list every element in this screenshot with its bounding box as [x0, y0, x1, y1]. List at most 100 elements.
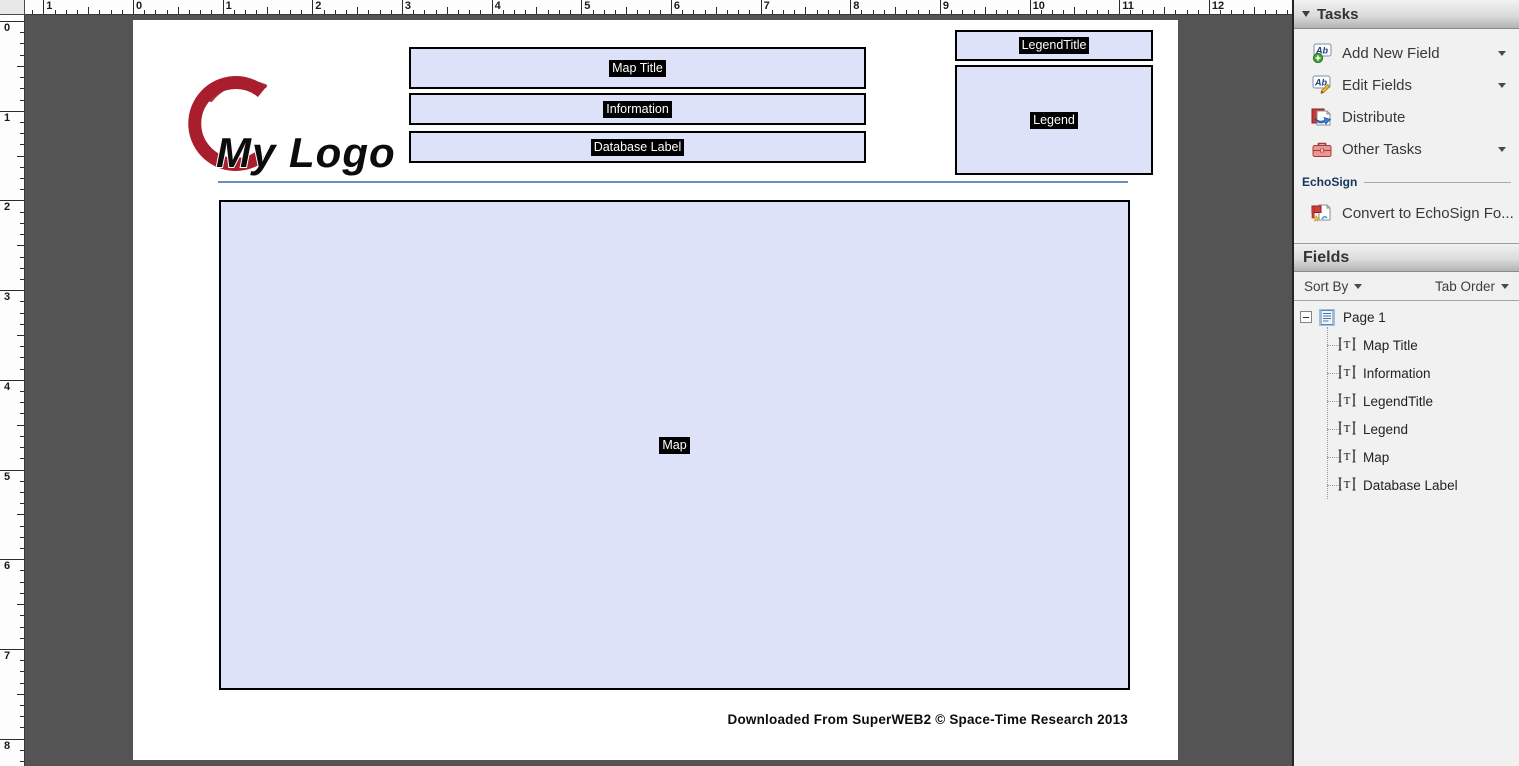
text-field-icon: T: [1338, 448, 1356, 466]
svg-text:T: T: [1344, 423, 1351, 435]
ruler-tick: [20, 491, 24, 493]
tree-node-information[interactable]: T Information: [1294, 359, 1519, 387]
ruler-tick: [570, 10, 572, 14]
tree-node-map-title[interactable]: T Map Title: [1294, 331, 1519, 359]
ruler-tick: [614, 10, 616, 14]
task-item-edit-fields[interactable]: Ab Edit Fields: [1294, 69, 1519, 101]
ruler-tick: [0, 290, 24, 292]
chevron-down-icon: [1354, 283, 1363, 289]
task-item-distribute[interactable]: Distribute: [1294, 101, 1519, 133]
tasks-panel-title: Tasks: [1317, 5, 1359, 23]
ruler-tick: [20, 480, 24, 482]
legend-field[interactable]: Legend: [955, 65, 1153, 175]
svg-text:T: T: [1344, 339, 1351, 351]
ruler-tick: [368, 10, 370, 14]
ruler-tick: [581, 0, 583, 14]
legend-title-field-label: LegendTitle: [1018, 37, 1090, 54]
ruler-tick: [1141, 10, 1143, 14]
ruler-number: 5: [584, 0, 591, 12]
tasks-panel-header[interactable]: Tasks: [1294, 0, 1519, 29]
document-viewport: My Logo Map Title Information Database L…: [25, 15, 1292, 766]
task-item-convert-to-echosign-fo[interactable]: Convert to EchoSign Fo...: [1294, 197, 1519, 229]
task-item-other-tasks[interactable]: Other Tasks: [1294, 133, 1519, 165]
ruler-tick: [760, 0, 762, 14]
ruler-tick: [20, 413, 24, 415]
dropdown-caret-icon[interactable]: [1498, 51, 1506, 56]
dropdown-caret-icon[interactable]: [1498, 147, 1506, 152]
tab-order-button[interactable]: Tab Order: [1435, 279, 1509, 294]
ruler-number: 0: [4, 22, 11, 34]
ruler-tick: [861, 10, 863, 14]
ruler-tick: [20, 178, 24, 179]
ruler-tick: [256, 10, 258, 14]
collapse-expander-icon[interactable]: [1300, 311, 1312, 323]
ruler-tick: [20, 121, 24, 123]
distribute-icon: [1310, 107, 1334, 127]
ruler-tick: [1130, 10, 1132, 14]
right-panel: Tasks Ab Add New Field Ab Edit Fields Di…: [1292, 0, 1519, 766]
ruler-tick: [536, 7, 538, 14]
legend-title-field[interactable]: LegendTitle: [955, 30, 1153, 61]
ruler-tick: [525, 10, 527, 14]
ruler-tick: [502, 10, 504, 14]
ruler-tick: [1040, 10, 1042, 14]
ruler-tick: [17, 65, 24, 67]
ruler-tick: [20, 536, 24, 538]
ruler-tick: [20, 503, 24, 505]
ruler-tick: [20, 77, 24, 79]
header-divider-line: [218, 181, 1128, 183]
ruler-tick: [928, 10, 930, 14]
ruler-tick: [805, 7, 807, 14]
ruler-tick: [20, 660, 24, 662]
dropdown-caret-icon[interactable]: [1498, 83, 1506, 88]
ruler-tick: [17, 155, 24, 157]
sort-by-button[interactable]: Sort By: [1304, 279, 1363, 294]
ruler-tick: [289, 10, 291, 14]
ruler-tick: [917, 10, 919, 14]
task-item-add-new-field[interactable]: Ab Add New Field: [1294, 37, 1519, 69]
ruler-number: 2: [4, 201, 11, 214]
ruler-tick: [20, 234, 24, 235]
map-field[interactable]: Map: [219, 200, 1130, 690]
ruler-tick: [693, 10, 695, 14]
tree-node-label: Map Title: [1363, 337, 1418, 353]
ruler-tick: [401, 0, 403, 14]
database-label-field[interactable]: Database Label: [409, 131, 866, 163]
tree-node-legendtitle[interactable]: T LegendTitle: [1294, 387, 1519, 415]
ruler-tick: [20, 727, 24, 729]
ruler-tick: [906, 10, 908, 14]
map-title-field[interactable]: Map Title: [409, 47, 866, 89]
ruler-number: 8: [4, 739, 11, 752]
ruler-tick: [1096, 10, 1098, 14]
ruler-tick: [76, 10, 78, 14]
svg-text:T: T: [1344, 367, 1351, 379]
ruler-tick: [603, 10, 605, 14]
ruler-tick: [88, 7, 90, 14]
ruler-tick: [0, 21, 24, 22]
ruler-tick: [469, 10, 471, 14]
tree-node-map[interactable]: T Map: [1294, 443, 1519, 471]
ruler-tick: [278, 10, 280, 14]
ruler-number: 3: [4, 291, 11, 304]
svg-text:T: T: [1344, 479, 1351, 491]
tree-node-legend[interactable]: T Legend: [1294, 415, 1519, 443]
ruler-tick: [20, 391, 24, 392]
ruler-tick: [20, 435, 24, 437]
information-field[interactable]: Information: [409, 93, 866, 125]
top-ruler: 1 0 1 2 3 4 5 6 7 8 9 10 11 12: [25, 0, 1292, 15]
ruler-tick: [20, 458, 24, 460]
tree-node-database-label[interactable]: T Database Label: [1294, 471, 1519, 499]
ruler-tick: [110, 10, 112, 14]
tree-node-page-1[interactable]: Page 1: [1294, 303, 1519, 331]
ruler-tick: [20, 211, 24, 213]
ruler-tick: [895, 7, 897, 14]
ruler-tick: [17, 693, 24, 695]
ruler-number: 10: [1032, 0, 1045, 12]
ruler-tick: [20, 592, 24, 594]
ruler-tick: [1264, 10, 1266, 14]
ruler-tick: [1253, 7, 1255, 14]
ruler-tick: [121, 10, 123, 14]
ruler-tick: [334, 10, 336, 14]
ruler-tick: [20, 626, 24, 628]
ruler-number: 1: [46, 0, 53, 12]
